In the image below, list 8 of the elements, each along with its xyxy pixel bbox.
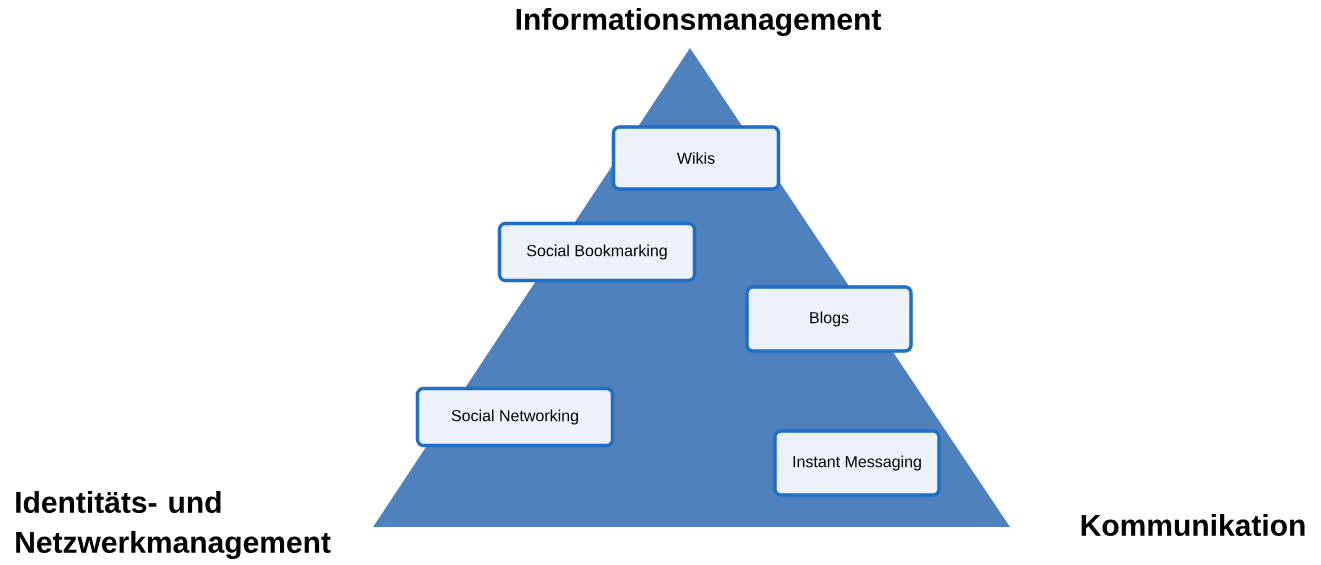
item-box: Social Networking: [415, 386, 615, 448]
item-box: Instant Messaging: [773, 429, 941, 497]
corner-label: Identitäts- und Netzwerkmanagement: [16, 490, 331, 560]
corner-label: Informationsmanagement: [516, 7, 881, 37]
item-box: Social Bookmarking: [497, 221, 697, 283]
item-box: Blogs: [745, 285, 913, 353]
corner-label: Kommunikation: [1081, 514, 1305, 537]
item-box: Wikis: [611, 125, 781, 191]
